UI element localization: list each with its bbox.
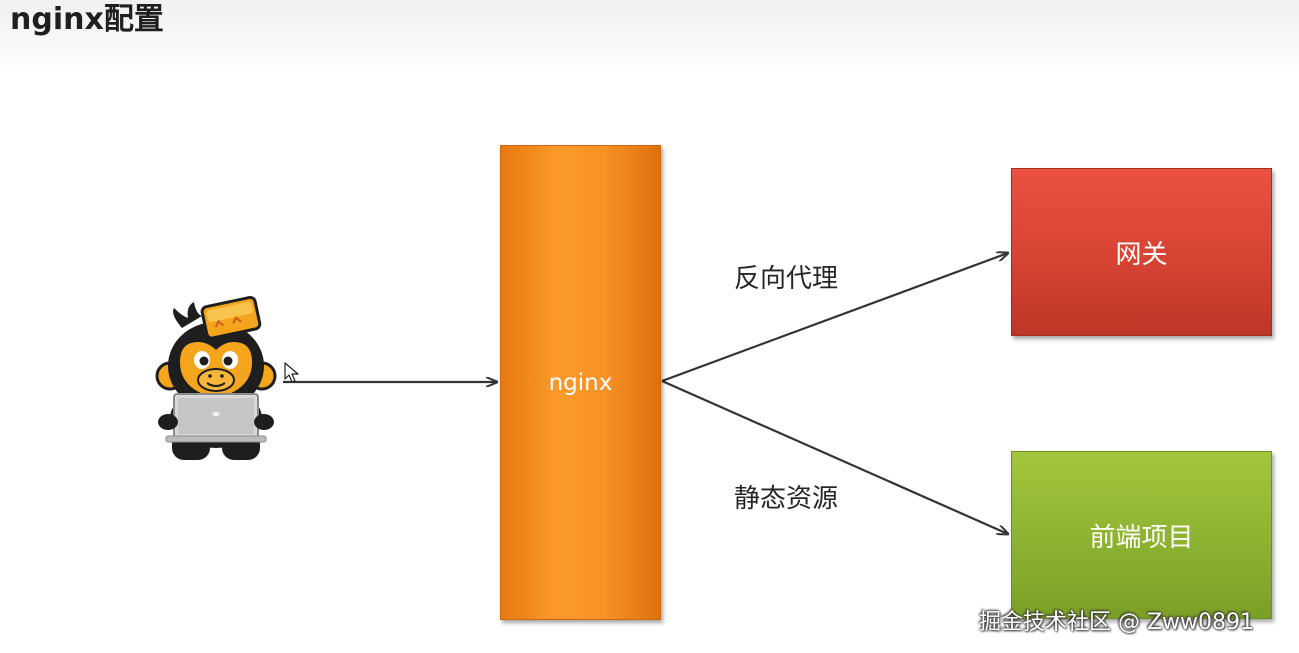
watermark: 掘金技术社区 @ Zww0891 [979, 610, 1255, 635]
frontend-node: 前端项目 [1011, 451, 1272, 619]
reverse-proxy-label: 反向代理 [734, 264, 839, 294]
title-band [0, 0, 1299, 72]
gateway-node: 网关 [1011, 168, 1272, 336]
static-resources-label: 静态资源 [734, 484, 839, 514]
arrow-nginx-to-frontend [661, 379, 1008, 534]
nginx-node: nginx [500, 145, 661, 620]
nginx-node-label: nginx [548, 369, 613, 396]
gateway-node-label: 网关 [1115, 239, 1168, 270]
mouse-pointer-icon [284, 362, 299, 383]
frontend-node-label: 前端项目 [1089, 522, 1194, 553]
programmer-monkey-mascot-icon [155, 295, 277, 460]
arrow-nginx-to-gateway [661, 253, 1008, 383]
slide-title: nginx配置 [10, 2, 164, 37]
